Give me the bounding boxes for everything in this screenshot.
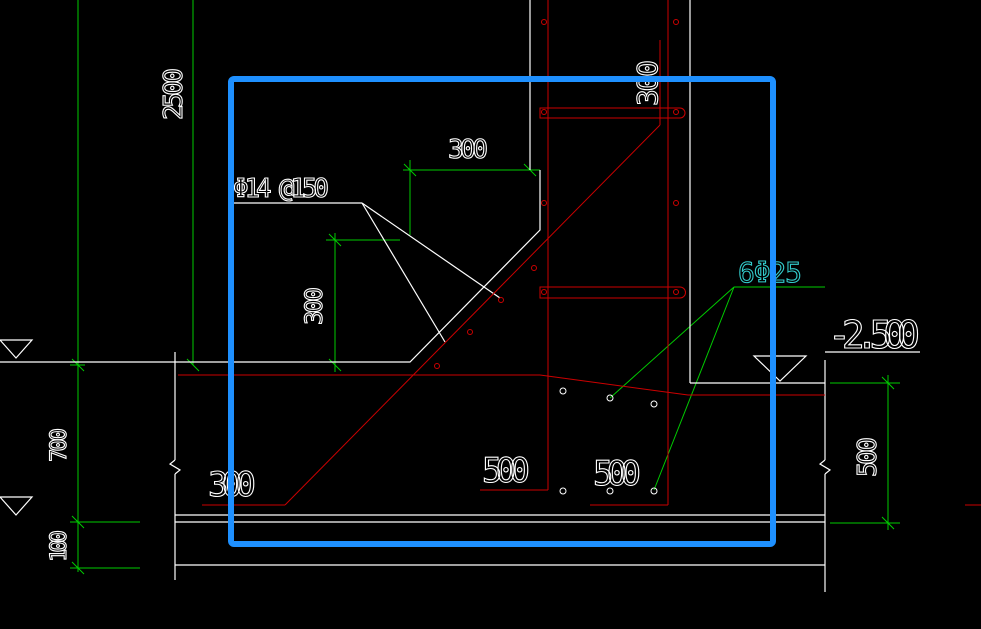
rebar-spec-label: Φ14 @150 (233, 174, 329, 204)
dim-100-label: 100 (47, 530, 72, 562)
rebar-dots-red (434, 19, 679, 369)
dim-500-center-right-label: 500 (593, 454, 641, 494)
concrete-outline (0, 0, 920, 592)
elevation-label: -2.500 (828, 313, 920, 357)
selection-box[interactable] (228, 76, 776, 547)
rebar-dots-bottom (559, 387, 658, 495)
dim-500-center-left-label: 500 (482, 451, 530, 491)
dim-300-vertical-left-label: 300 (300, 287, 328, 325)
dim-700-label: 700 (47, 428, 72, 462)
dimension-lines (70, 0, 900, 575)
dim-500-right-label: 500 (853, 437, 883, 477)
dim-2500-label: 2500 (159, 68, 189, 120)
dim-300-vertical-right-label: 300 (631, 60, 664, 106)
dim-300-top-label: 300 (448, 135, 488, 165)
